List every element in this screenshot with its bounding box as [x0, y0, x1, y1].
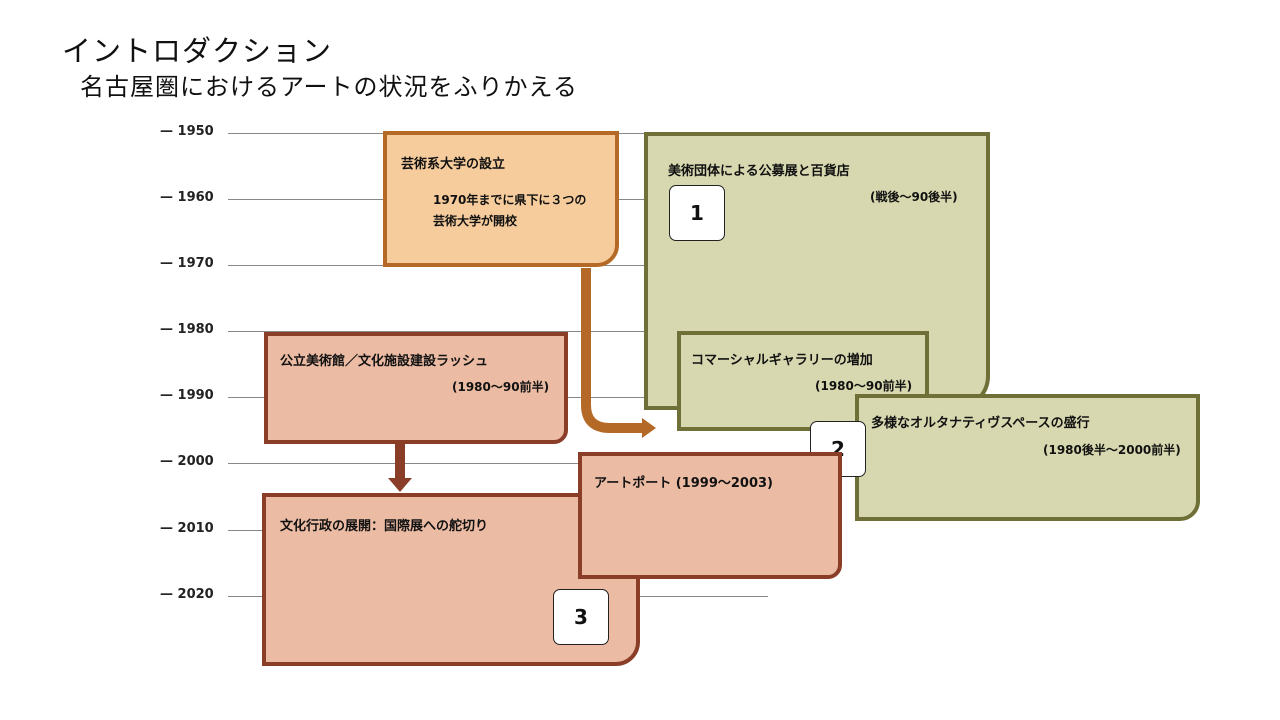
box-title: 公立美術館／文化施設建設ラッシュ [280, 354, 489, 369]
slide-subtitle: 名古屋圏におけるアートの状況をふりかえる [80, 73, 578, 101]
box-title: 芸術系大学の設立 [401, 157, 506, 172]
badge-3: 3 [553, 589, 609, 645]
tick-label: — 1980 [160, 322, 214, 337]
box-text-line2: 芸術大学が開校 [433, 214, 518, 228]
slide-title: イントロダクション [62, 34, 333, 68]
box-period: (1980〜90前半) [815, 379, 913, 393]
box-period: (戦後〜90後半) [870, 190, 958, 204]
tick-label: — 2010 [160, 521, 214, 536]
box-title: アートポート (1999〜2003) [594, 476, 773, 491]
tick-label: — 1960 [160, 190, 214, 205]
box-commercial: コマーシャルギャラリーの増加 (1980〜90前半) [677, 331, 929, 431]
box-period: (1980後半〜2000前半) [1043, 443, 1181, 457]
box-title: 多様なオルタナティヴスペースの盛行 [871, 416, 1090, 431]
box-title: 美術団体による公募展と百貨店 [668, 164, 850, 179]
box-public-museums: 公立美術館／文化施設建設ラッシュ (1980〜90前半) [264, 332, 568, 444]
box-text-line1: 1970年までに県下に３つの [433, 193, 587, 207]
tick-label: — 1990 [160, 388, 214, 403]
tick-label: — 1970 [160, 256, 214, 271]
tick-label: — 2020 [160, 587, 214, 602]
box-alternative: 多様なオルタナティヴスペースの盛行 (1980後半〜2000前半) [855, 394, 1200, 521]
tick-label: — 2000 [160, 454, 214, 469]
box-universities: 芸術系大学の設立 1970年までに県下に３つの 芸術大学が開校 [383, 131, 619, 267]
gridline [228, 463, 768, 464]
box-period: (1980〜90前半) [452, 380, 550, 394]
box-title: コマーシャルギャラリーの増加 [691, 353, 873, 368]
badge-1: 1 [669, 185, 725, 241]
gridline [228, 331, 768, 332]
box-art-port: アートポート (1999〜2003) [578, 452, 842, 579]
box-title: 文化行政の展開：国際展への舵切り [280, 519, 489, 534]
tick-label: — 1950 [160, 124, 214, 139]
